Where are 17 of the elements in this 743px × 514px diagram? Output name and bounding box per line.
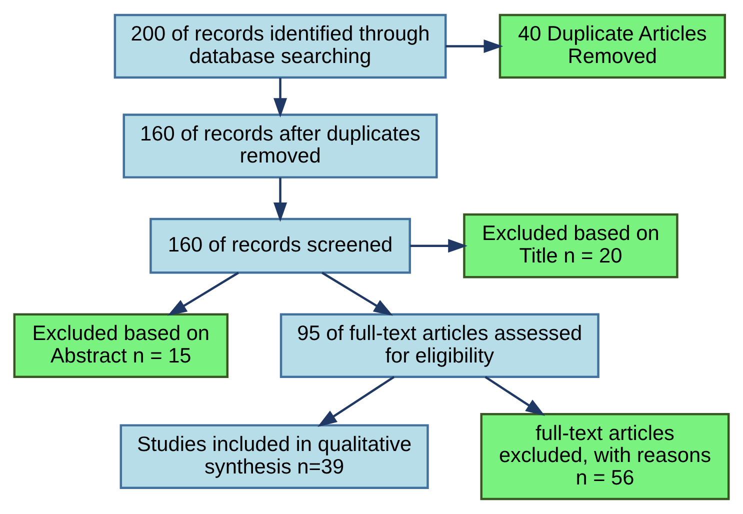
node-box: 160 of records screened bbox=[150, 218, 411, 274]
arrow bbox=[484, 376, 546, 416]
node-box: 95 of full-text articles assessed for eligibility bbox=[280, 313, 600, 378]
node-box: 40 Duplicate Articles Removed bbox=[498, 14, 726, 79]
arrow bbox=[318, 376, 395, 427]
arrow bbox=[446, 39, 504, 54]
node-box: 200 of records identified through database searching bbox=[114, 14, 447, 79]
arrow bbox=[322, 272, 394, 316]
arrow bbox=[168, 272, 239, 316]
node-box: full-text articles excluded, with reasons n = 56 bbox=[480, 413, 730, 500]
node-box: 160 of records after duplicates removed bbox=[122, 114, 438, 178]
node-box: Excluded based on Abstract n = 15 bbox=[13, 313, 228, 378]
arrow bbox=[273, 78, 288, 118]
arrow bbox=[410, 239, 468, 253]
node-box: Studies included in qualitative synthesis n=39 bbox=[120, 424, 429, 489]
arrow bbox=[273, 178, 288, 222]
node-box: Excluded based on Title n = 20 bbox=[463, 213, 678, 278]
